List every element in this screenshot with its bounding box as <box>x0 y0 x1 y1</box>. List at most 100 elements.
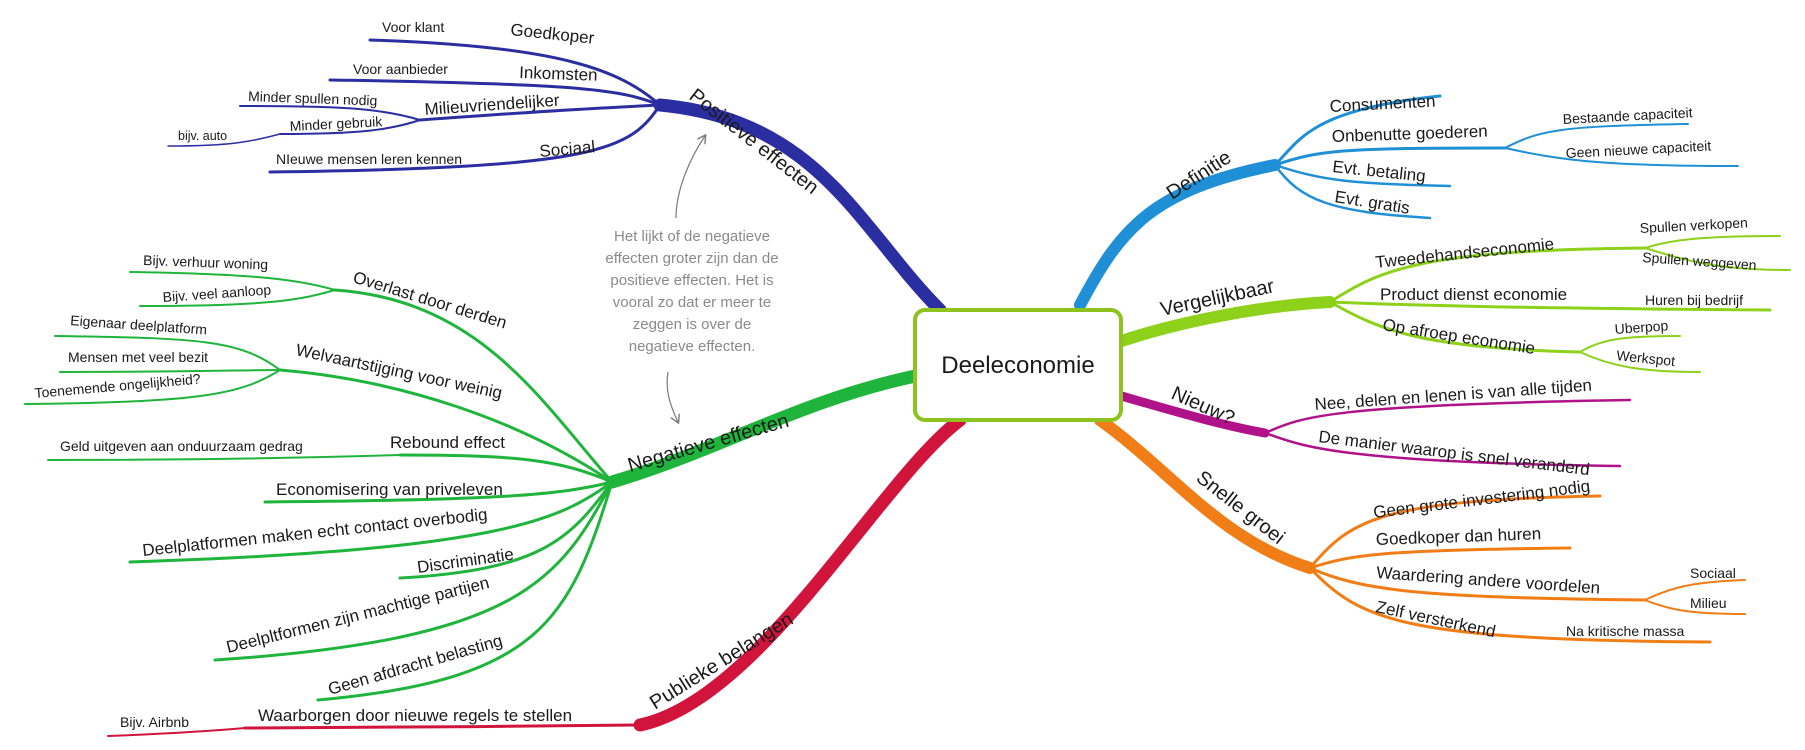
subtopic-inkomsten[interactable]: Inkomsten <box>519 63 598 85</box>
connector-positieve-bijv-auto <box>167 133 281 147</box>
leaf-voor-aanbieder[interactable]: Voor aanbieder <box>353 61 448 77</box>
subtopic-economisering-priveleven[interactable]: Economisering van priveleven <box>276 480 503 499</box>
note-line-6: negatieve effecten. <box>629 338 756 355</box>
leaf-spullen-weggeven[interactable]: Spullen weggeven <box>1642 249 1757 273</box>
note-arrow-up-icon <box>675 136 705 219</box>
connector-positieve-milieu <box>418 103 662 122</box>
connector-snelle-goedkoper <box>1308 546 1572 570</box>
subtopic-geen-grote-investering[interactable]: Geen grote investering nodig <box>1372 477 1591 522</box>
subtopic-zelf-versterkend[interactable]: Zelf versterkend <box>1374 597 1497 641</box>
connector-publieke-main <box>633 413 967 732</box>
connector-negatieve-eigenaar <box>54 335 281 371</box>
connector-vergelijkbaar-afroep <box>1328 300 1582 354</box>
connector-nieuw-nee <box>1263 398 1632 435</box>
connector-vergelijkbaar-main <box>1104 296 1336 351</box>
connector-nieuw-manier <box>1263 431 1622 468</box>
connector-snelle-main <box>1094 414 1316 574</box>
connector-positieve-main <box>653 98 947 317</box>
connector-negatieve-rebound <box>398 453 614 484</box>
connector-vergelijkbaar-tweedehands <box>1328 246 1647 304</box>
leaf-bestaande-capaciteit[interactable]: Bestaande capaciteit <box>1562 104 1693 127</box>
connector-positieve-goedkoper <box>368 38 662 107</box>
note-line-3: positieve effecten. Het is <box>610 272 773 289</box>
note-line-5: zeggen is over de <box>633 316 751 333</box>
connector-negatieve-discriminatie <box>398 480 614 580</box>
connector-negatieve-aanloop <box>139 289 336 307</box>
connector-definitie-onbenutte <box>1273 146 1507 167</box>
subtopic-overlast-door-derden[interactable]: Overlast door derden <box>351 268 509 333</box>
leaf-spullen-verkopen[interactable]: Spullen verkopen <box>1639 214 1748 236</box>
leaf-voor-klant[interactable]: Voor klant <box>382 19 444 35</box>
central-topic[interactable]: Deeleconomie <box>913 308 1123 422</box>
note-line-2: effecten groter zijn dan de <box>605 250 778 267</box>
connector-negatieve-geld <box>47 454 401 461</box>
subtopic-onbenutte-goederen[interactable]: Onbenutte goederen <box>1331 122 1488 146</box>
leaf-minder-spullen-nodig[interactable]: Minder spullen nodig <box>248 88 378 108</box>
connector-definitie-consumenten <box>1273 94 1442 167</box>
connector-positieve-minder-spullen <box>239 105 421 121</box>
leaf-toenemende-ongelijkheid[interactable]: Toenemende ongelijkheid? <box>34 371 202 401</box>
subtopic-welvaartstijging-voor-weinig[interactable]: Welvaartstijging voor weinig <box>294 340 504 402</box>
subtopic-op-afroep-economie[interactable]: Op afroep economie <box>1381 315 1536 358</box>
subtopic-product-dienst-economie[interactable]: Product dienst economie <box>1380 285 1567 304</box>
central-topic-box[interactable] <box>913 308 1123 422</box>
leaf-bijv-airbnb[interactable]: Bijv. Airbnb <box>120 714 189 730</box>
topic-publieke-belangen[interactable]: Publieke belangen <box>646 608 797 714</box>
connector-negatieve-contact <box>128 480 614 564</box>
leaf-geld-uitgeven-onduurzaam[interactable]: Geld uitgeven aan onduurzaam gedrag <box>60 438 303 454</box>
connector-snelle-zelf <box>1308 566 1712 644</box>
subtopic-consumenten[interactable]: Consumenten <box>1329 91 1436 116</box>
subtopic-waarborgen-nieuwe-regels[interactable]: Waarborgen door nieuwe regels te stellen <box>258 706 572 725</box>
leaf-eigenaar-deelplatform[interactable]: Eigenaar deelplatform <box>70 312 208 338</box>
connector-snelle-milieu <box>1644 599 1746 615</box>
connector-negatieve-machtig <box>213 480 614 662</box>
leaf-na-kritische-massa[interactable]: Na kritische massa <box>1566 623 1684 639</box>
subtopic-goedkoper[interactable]: Goedkoper <box>510 20 596 48</box>
connector-positieve-inkomsten <box>328 78 662 107</box>
branch-positieve <box>167 38 947 317</box>
leaf-mensen-met-veel-bezit[interactable]: Mensen met veel bezit <box>68 349 208 365</box>
connector-positieve-sociaal <box>268 103 662 174</box>
connector-negatieve-economisering <box>263 480 614 504</box>
branch-vergelijkbaar <box>1104 235 1791 373</box>
connector-vergelijkbaar-verkopen <box>1644 235 1781 249</box>
leaf-bijv-auto[interactable]: bijv. auto <box>178 129 227 143</box>
subtopic-sociaal-positief[interactable]: Sociaal <box>539 137 596 161</box>
connector-definitie-gratis <box>1273 163 1432 220</box>
leaf-sociaal-snelle[interactable]: Sociaal <box>1690 565 1736 581</box>
branch-nieuw <box>1113 390 1632 468</box>
leaf-bijv-veel-aanloop[interactable]: Bijv. veel aanloop <box>162 281 272 305</box>
leaf-uberpop[interactable]: Uberpop <box>1614 317 1669 337</box>
note-line-4: vooral zo dat er meer te <box>613 294 771 311</box>
subtopic-nee-delen-lenen[interactable]: Nee, delen en lenen is van alle tijden <box>1314 376 1593 414</box>
note-arrow-down-icon <box>666 371 678 422</box>
leaf-minder-gebruik[interactable]: Minder gebruik <box>289 113 383 134</box>
subtopic-goedkoper-dan-huren[interactable]: Goedkoper dan huren <box>1375 524 1541 549</box>
subtopic-geen-afdracht-belasting[interactable]: Geen afdracht belasting <box>326 631 505 699</box>
topic-negatieve-effecten[interactable]: Negatieve effecten <box>625 410 791 477</box>
connector-publieke-waarborgen <box>243 723 642 730</box>
branch-snelle-groei <box>1094 414 1746 644</box>
branch-definitie <box>1074 94 1739 311</box>
leaf-werkspot[interactable]: Werkspot <box>1616 347 1676 369</box>
connector-definitie-geen-nieuwe <box>1504 147 1739 167</box>
subtopic-tweedehandseconomie[interactable]: Tweedehandseconomie <box>1374 234 1555 272</box>
leaf-huren-bij-bedrijf[interactable]: Huren bij bedrijf <box>1645 292 1743 308</box>
leaf-bijv-verhuur-woning[interactable]: Bijv. verhuur woning <box>143 252 269 272</box>
connector-negatieve-verhuur <box>129 271 336 291</box>
connector-negatieve-main <box>605 368 927 489</box>
connector-negatieve-overlast <box>333 288 614 484</box>
note-line-1: Het lijkt of de negatieve <box>614 228 770 245</box>
connector-vergelijkbaar-weggeven <box>1644 247 1791 271</box>
subtopic-rebound-effect[interactable]: Rebound effect <box>390 433 505 452</box>
connector-vergelijkbaar-product <box>1328 300 1772 312</box>
connector-negatieve-welvaart <box>278 368 614 484</box>
topic-positieve-effecten[interactable]: Positieve effecten <box>685 85 823 199</box>
central-topic-label: Deeleconomie <box>941 352 1094 379</box>
leaf-nieuwe-mensen-leren-kennen[interactable]: NIeuwe mensen leren kennen <box>276 151 462 167</box>
connector-vergelijkbaar-uberpop <box>1579 335 1681 353</box>
connector-negatieve-ongelijkheid <box>24 369 281 405</box>
connector-definitie-main <box>1074 159 1281 311</box>
leaf-geen-nieuwe-capaciteit[interactable]: Geen nieuwe capaciteit <box>1565 137 1711 161</box>
leaf-milieu-snelle[interactable]: Milieu <box>1690 595 1727 611</box>
